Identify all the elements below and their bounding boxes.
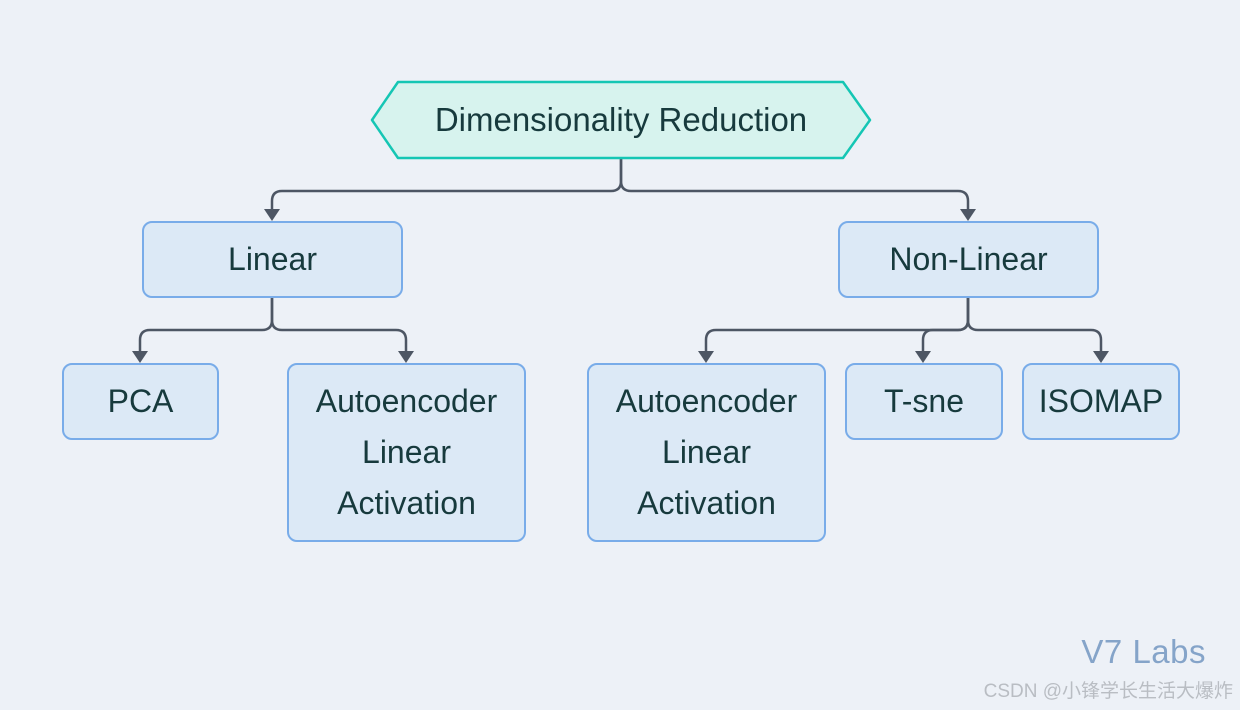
- edge-nonlinear-autoencoder: [704, 296, 970, 354]
- arrowhead-tsne: [915, 351, 931, 363]
- csdn-attribution-watermark: CSDN @小锋学长生活大爆炸: [983, 681, 1233, 702]
- arrowhead-isomap: [1093, 351, 1109, 363]
- node-linear: Linear: [142, 221, 403, 298]
- edge-nonlinear-tsne: [921, 296, 970, 354]
- edge-root-linear: [270, 156, 623, 212]
- node-autoencoder-linear-activation-left: Autoencoder Linear Activation: [287, 363, 526, 542]
- arrowhead-pca: [132, 351, 148, 363]
- arrowhead-autoencoder-nonlinear: [698, 351, 714, 363]
- arrowhead-linear: [264, 209, 280, 221]
- node-non-linear: Non-Linear: [838, 221, 1099, 298]
- arrowhead-nonlinear: [960, 209, 976, 221]
- v7-labs-watermark: V7 Labs: [1081, 633, 1206, 670]
- edge-linear-pca: [138, 296, 274, 354]
- edge-nonlinear-isomap: [966, 296, 1103, 354]
- arrowhead-autoencoder-linear: [398, 351, 414, 363]
- node-autoencoder-linear-activation-right: Autoencoder Linear Activation: [587, 363, 826, 542]
- edge-linear-autoencoder: [270, 296, 408, 354]
- node-t-sne: T-sne: [845, 363, 1003, 440]
- node-dimensionality-reduction: Dimensionality Reduction: [434, 100, 808, 138]
- hexagon-shape: [370, 80, 872, 160]
- node-isomap: ISOMAP: [1022, 363, 1180, 440]
- node-pca: PCA: [62, 363, 219, 440]
- edge-root-nonlinear: [619, 156, 970, 212]
